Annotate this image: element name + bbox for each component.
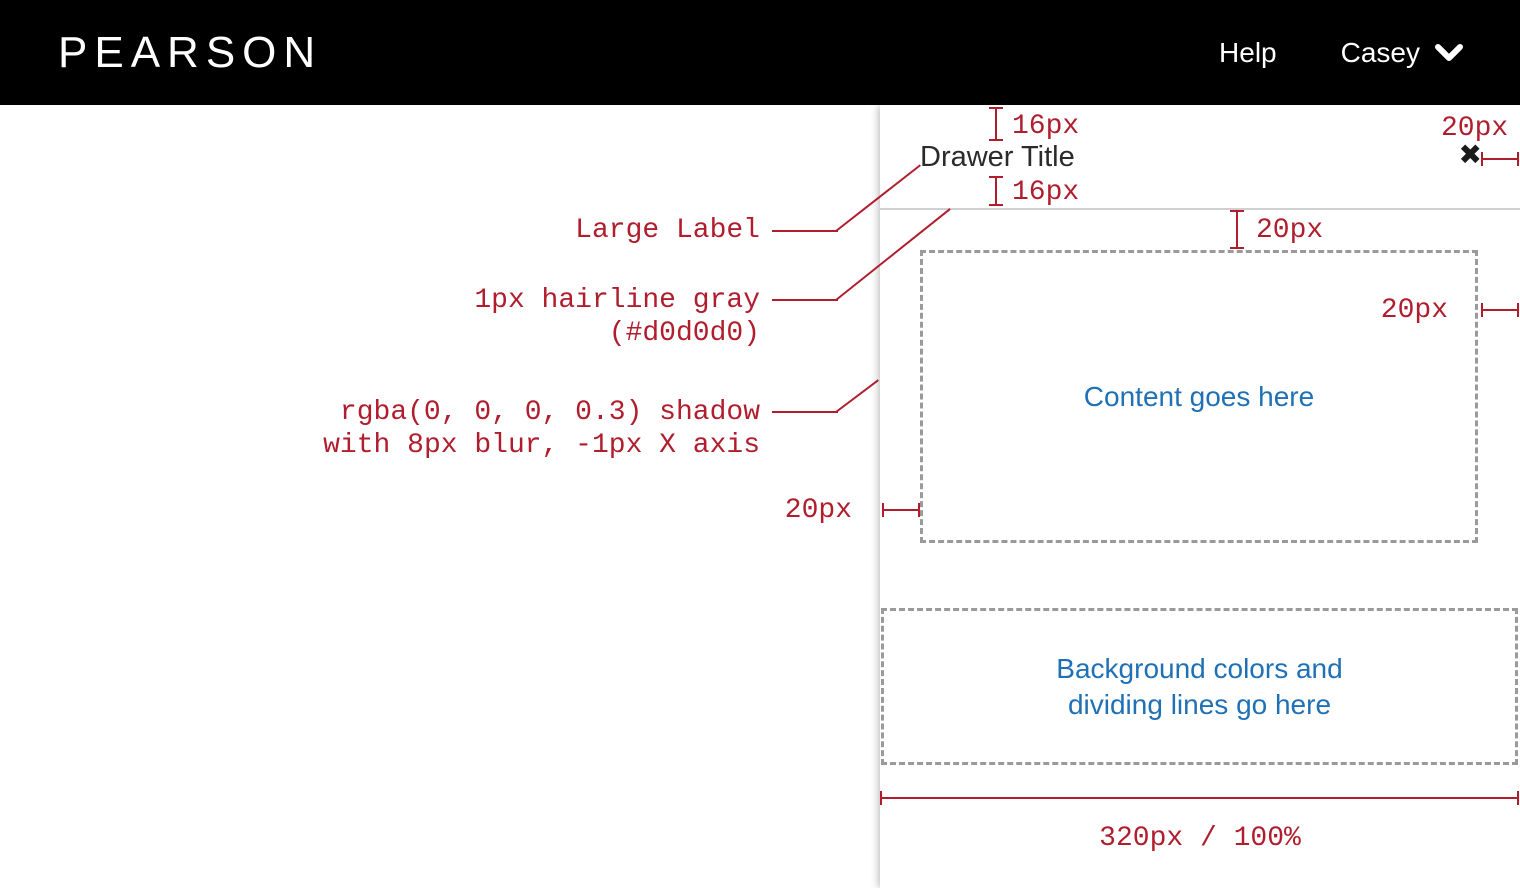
top-nav: Help Casey [1219,37,1464,69]
annotation-hairline: 1px hairline gray(#d0d0d0) [474,284,760,350]
chevron-down-icon [1434,43,1464,63]
help-link[interactable]: Help [1219,36,1277,68]
leader-line [772,299,838,301]
annotation-hairline-line1: 1px hairline gray [474,285,760,316]
measure-label-content-left: 20px [784,495,852,526]
annotation-hairline-line2: (#d0d0d0) [608,318,760,349]
drawer-divider [880,208,1520,210]
close-button[interactable]: ✖ [1459,141,1482,169]
user-name: Casey [1340,36,1420,68]
drawer-title: Drawer Title [920,141,1075,173]
annotation-shadow-line1: rgba(0, 0, 0, 0.3) shadow [339,397,760,428]
user-menu[interactable]: Casey [1341,37,1464,69]
app-header: PEARSON Help Casey [0,0,1520,105]
close-icon: ✖ [1458,138,1482,171]
annotation-large-label: Large Label [575,215,760,246]
leader-line [772,411,838,413]
leader-line [835,379,879,413]
background-placeholder-line2: dividing lines go here [1067,688,1332,720]
leader-line [772,230,838,232]
annotation-shadow-line2: with 8px blur, -1px X axis [323,430,760,461]
drawer-panel: Drawer Title ✖ Content goes here Backgro… [880,105,1520,888]
background-placeholder-text: Background colors and dividing lines go … [1056,651,1342,723]
content-placeholder-text: Content goes here [1083,380,1315,412]
background-placeholder-line1: Background colors and [1056,652,1343,684]
content-placeholder: Content goes here [920,250,1478,543]
pearson-logo: PEARSON [58,27,323,77]
background-placeholder: Background colors and dividing lines go … [881,608,1518,765]
